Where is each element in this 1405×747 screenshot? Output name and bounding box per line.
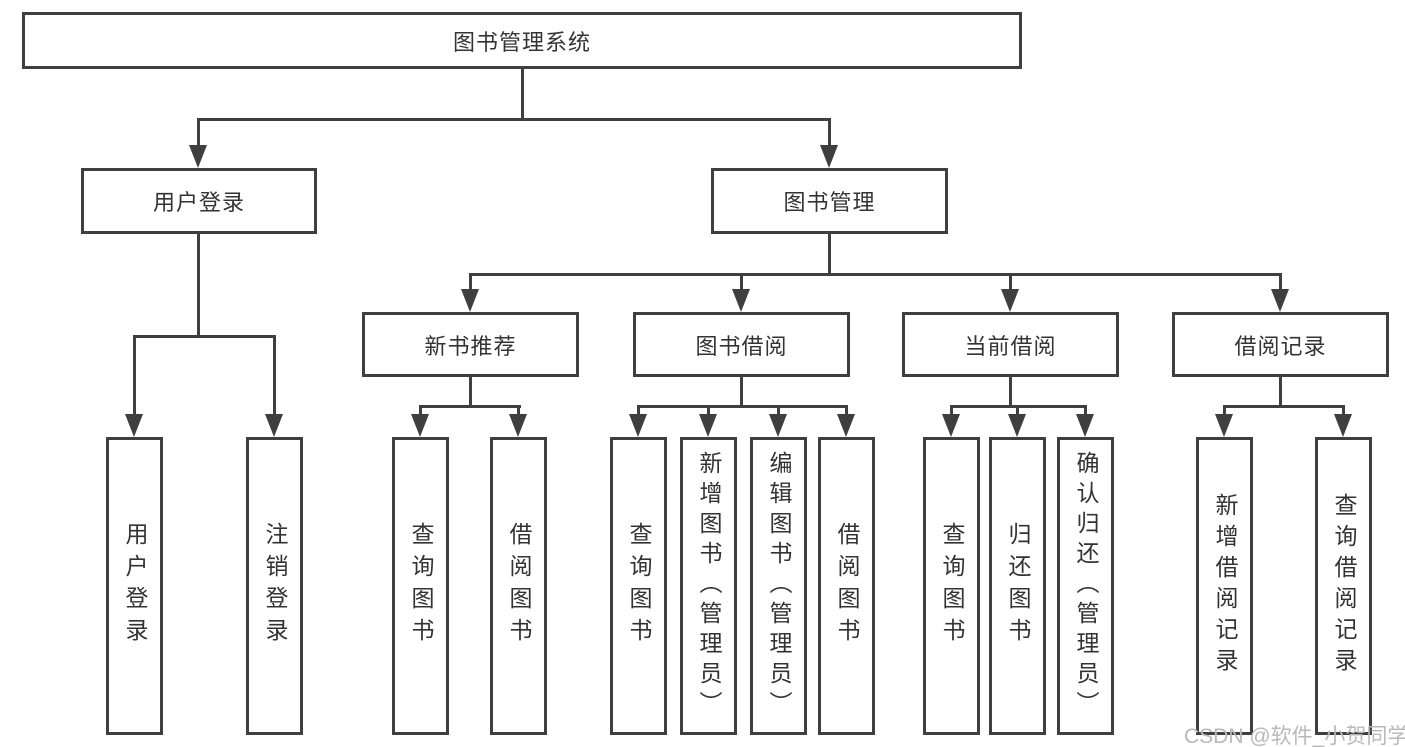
leaf-query-borrow-record: 查询借阅记录: [1315, 437, 1372, 735]
connector-line: [521, 68, 524, 118]
connector-line: [828, 118, 831, 149]
connector-line: [950, 405, 953, 414]
node-user-login: 用户登录: [81, 168, 317, 234]
arrow-down-icon: [125, 414, 143, 437]
connector-line: [133, 335, 276, 338]
leaf-add-borrow-record: 新增借阅记录: [1196, 437, 1253, 735]
arrow-down-icon: [411, 414, 429, 437]
leaf-label: 借阅图书: [834, 522, 860, 650]
connector-line: [1342, 405, 1345, 414]
arrow-down-icon: [509, 414, 527, 437]
arrow-down-icon: [1008, 414, 1026, 437]
connector-line: [1009, 273, 1012, 290]
leaf-edit-books-admin: 编辑图书（管理员）: [750, 437, 807, 735]
connector-line: [1223, 405, 1226, 414]
connector-line: [845, 405, 848, 414]
connector-line: [740, 377, 743, 405]
arrow-down-icon: [1076, 414, 1094, 437]
leaf-label: 归还图书: [1005, 522, 1031, 650]
leaf-label: 借阅图书: [506, 522, 532, 650]
leaf-add-books-admin: 新增图书（管理员）: [680, 437, 737, 735]
connector-line: [273, 335, 276, 414]
connector-line: [777, 405, 780, 414]
leaf-label: 查询图书: [408, 522, 434, 650]
csdn-watermark: CSDN @软件_小贺同学: [1184, 725, 1405, 747]
leaf-borrow-books-recommend: 借阅图书: [490, 437, 547, 735]
arrow-down-icon: [699, 414, 717, 437]
leaf-label: 确认归还（管理员）: [1073, 451, 1099, 721]
connector-line: [1016, 405, 1019, 414]
leaf-label: 注销登录: [262, 522, 288, 650]
connector-line: [197, 234, 200, 335]
arrow-down-icon: [732, 289, 750, 312]
connector-line: [740, 273, 743, 290]
leaf-label: 编辑图书（管理员）: [766, 451, 792, 721]
arrow-down-icon: [769, 414, 787, 437]
arrow-down-icon: [820, 145, 838, 168]
node-new-book-recommend: 新书推荐: [362, 312, 579, 377]
arrow-down-icon: [265, 414, 283, 437]
leaf-user-login: 用户登录: [106, 437, 163, 735]
connector-line: [469, 273, 472, 290]
node-label: 用户登录: [152, 190, 245, 215]
arrow-down-icon: [461, 289, 479, 312]
arrow-down-icon: [1215, 414, 1233, 437]
arrow-down-icon: [1001, 289, 1019, 312]
node-label: 图书管理系统: [452, 29, 591, 55]
node-borrowing-records: 借阅记录: [1172, 312, 1389, 377]
connector-line: [419, 405, 521, 408]
connector-line: [133, 335, 136, 414]
leaf-logout: 注销登录: [246, 437, 303, 735]
connector-line: [828, 234, 831, 273]
connector-line: [469, 273, 1282, 276]
connector-line: [197, 118, 200, 149]
leaf-label: 用户登录: [122, 522, 148, 650]
connector-line: [1279, 273, 1282, 290]
arrow-down-icon: [837, 414, 855, 437]
connector-line: [419, 405, 422, 414]
node-book-borrowing: 图书借阅: [633, 312, 850, 377]
arrow-down-icon: [1271, 289, 1289, 312]
connector-line: [637, 405, 640, 414]
leaf-borrow-books: 借阅图书: [818, 437, 875, 735]
leaf-query-books: 查询图书: [610, 437, 667, 735]
node-label: 图书借阅: [695, 333, 788, 359]
node-label: 图书管理: [783, 190, 876, 215]
arrow-down-icon: [942, 414, 960, 437]
node-library-system: 图书管理系统: [22, 12, 1022, 69]
connector-line: [1009, 377, 1012, 405]
connector-line: [637, 405, 848, 408]
leaf-query-books-recommend: 查询图书: [392, 437, 449, 735]
leaf-confirm-return-admin: 确认归还（管理员）: [1057, 437, 1114, 735]
leaf-label: 查询图书: [939, 522, 965, 650]
arrow-down-icon: [189, 145, 207, 168]
connector-line: [1279, 377, 1282, 405]
arrow-down-icon: [629, 414, 647, 437]
leaf-query-books-current: 查询图书: [923, 437, 980, 735]
leaf-label: 新增借阅记录: [1212, 493, 1238, 679]
leaf-return-books: 归还图书: [989, 437, 1046, 735]
connector-line: [517, 405, 520, 414]
node-label: 借阅记录: [1234, 333, 1327, 359]
node-label: 新书推荐: [424, 333, 517, 359]
connector-line: [469, 377, 472, 405]
connector-line: [197, 118, 831, 121]
node-current-borrowing: 当前借阅: [902, 312, 1119, 377]
arrow-down-icon: [1334, 414, 1352, 437]
leaf-label: 查询借阅记录: [1331, 493, 1357, 679]
node-book-management: 图书管理: [711, 168, 948, 234]
connector-line: [1223, 405, 1345, 408]
leaf-label: 查询图书: [626, 522, 652, 650]
connector-line: [707, 405, 710, 414]
connector-line: [1084, 405, 1087, 414]
node-label: 当前借阅: [964, 333, 1057, 359]
leaf-label: 新增图书（管理员）: [696, 451, 722, 721]
